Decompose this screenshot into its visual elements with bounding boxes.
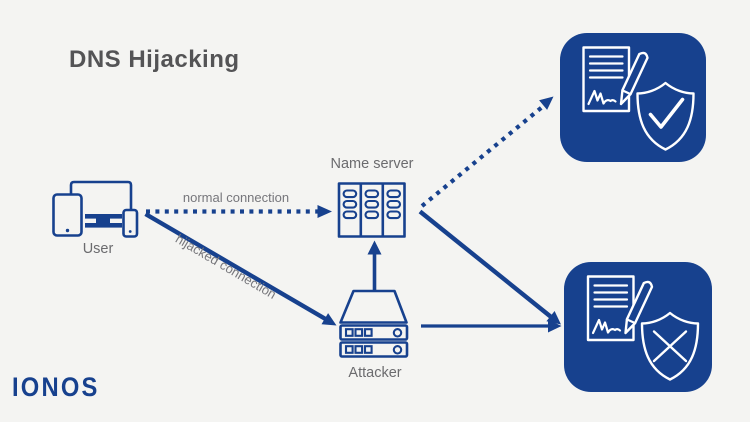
- tablet-icon: [52, 193, 83, 237]
- ionos-logo: IONOS: [12, 372, 100, 402]
- hijacked-connection-arrow: [144, 212, 337, 326]
- attacker-label: Attacker: [348, 365, 402, 381]
- legit-website-card: [560, 33, 706, 162]
- pencil-icon: [624, 280, 654, 335]
- attacker-to-name-server-arrow: [367, 240, 382, 291]
- page-title: DNS Hijacking: [69, 46, 240, 73]
- pencil-icon: [619, 51, 649, 106]
- keyboard-icon: [85, 214, 122, 228]
- attacker-to-fake-arrow: [421, 319, 562, 333]
- shield-cross-icon: [640, 311, 700, 381]
- name-server-label: Name server: [330, 156, 414, 172]
- fake-website-card: [564, 262, 712, 392]
- phone-icon: [122, 208, 139, 238]
- attacker-icon: [339, 289, 409, 358]
- normal-connection-label: normal connection: [182, 190, 290, 205]
- user-label: User: [82, 241, 114, 257]
- name-server-icon: [337, 182, 406, 238]
- normal-connection-arrow: [146, 205, 332, 218]
- monitor-icon: [69, 180, 133, 210]
- name-server-to-legit-arrow: [420, 96, 554, 208]
- user-devices-icon: [52, 180, 139, 238]
- shield-check-icon: [636, 81, 695, 151]
- name-server-to-fake-arrow: [418, 209, 561, 325]
